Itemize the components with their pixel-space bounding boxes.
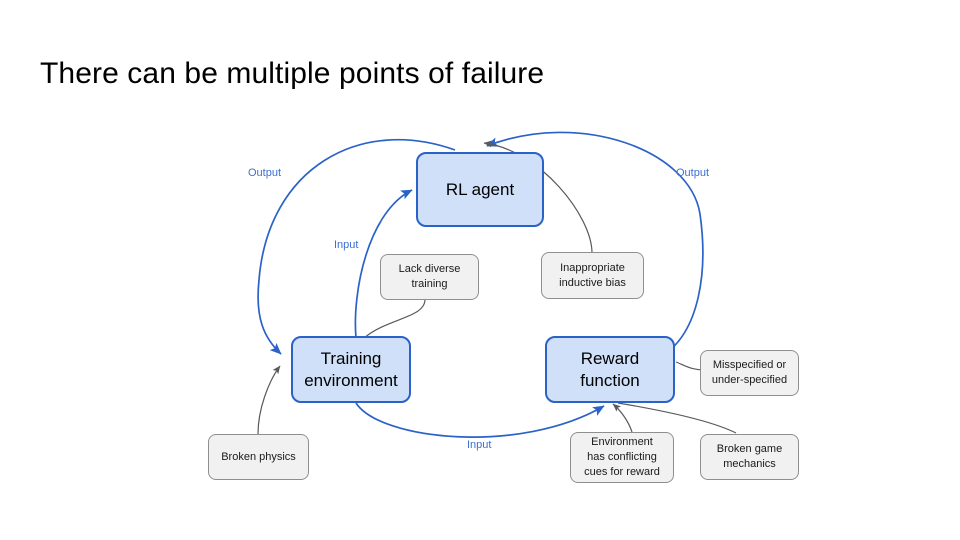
note-environment-has-conflicting-cues-for-reward[interactable]: Environment has conflicting cues for rew… (570, 432, 674, 483)
edge-label-input-reward: Input (467, 439, 492, 451)
note-broken-physics[interactable]: Broken physics (208, 434, 309, 480)
note-inappropriate-inductive-bias[interactable]: Inappropriate inductive bias (541, 252, 644, 299)
edge-broken-game-mechanics-to-reward-function (617, 402, 737, 434)
edge-lack-diverse-training-to-training-environment (363, 299, 426, 339)
node-reward-function-label: Reward function (580, 348, 640, 390)
note-lack-diverse-training[interactable]: Lack diverse training (380, 254, 479, 300)
edge-broken-physics-to-training-environment (257, 365, 281, 435)
edge-conflicting-cues-to-reward-function (612, 403, 633, 433)
note-broken-game-mechanics-label: Broken game mechanics (716, 443, 783, 470)
edge-label-output-left: Output (248, 167, 282, 179)
note-broken-physics-label: Broken physics (221, 450, 296, 463)
edge-training-environment-to-reward-function (355, 402, 605, 438)
edge-rl-agent-to-training-environment (257, 138, 456, 355)
edge-reward-function-to-rl-agent (486, 131, 704, 357)
note-misspecified-or-under-specified-label: Misspecified or under-specified (711, 359, 788, 386)
node-rl-agent-label: RL agent (445, 179, 515, 199)
edge-training-environment-to-rl-agent (354, 189, 413, 339)
note-environment-has-conflicting-cues-for-reward-label: Environment has conflicting cues for rew… (584, 436, 660, 478)
note-misspecified-or-under-specified[interactable]: Misspecified or under-specified (700, 350, 799, 396)
node-reward-function[interactable]: Reward function (545, 336, 675, 403)
node-rl-agent[interactable]: RL agent (416, 152, 544, 227)
edge-inappropriate-inductive-bias-to-rl-agent (483, 140, 593, 254)
edge-label-output-right: Output (676, 167, 710, 179)
note-broken-game-mechanics[interactable]: Broken game mechanics (700, 434, 799, 480)
note-inappropriate-inductive-bias-label: Inappropriate inductive bias (559, 261, 626, 289)
node-training-environment-label: Training environment (304, 348, 398, 390)
node-training-environment[interactable]: Training environment (291, 336, 411, 403)
edge-label-input-agent: Input (334, 239, 359, 251)
page-title: There can be multiple points of failure (40, 57, 545, 90)
note-lack-diverse-training-label: Lack diverse training (398, 263, 461, 290)
